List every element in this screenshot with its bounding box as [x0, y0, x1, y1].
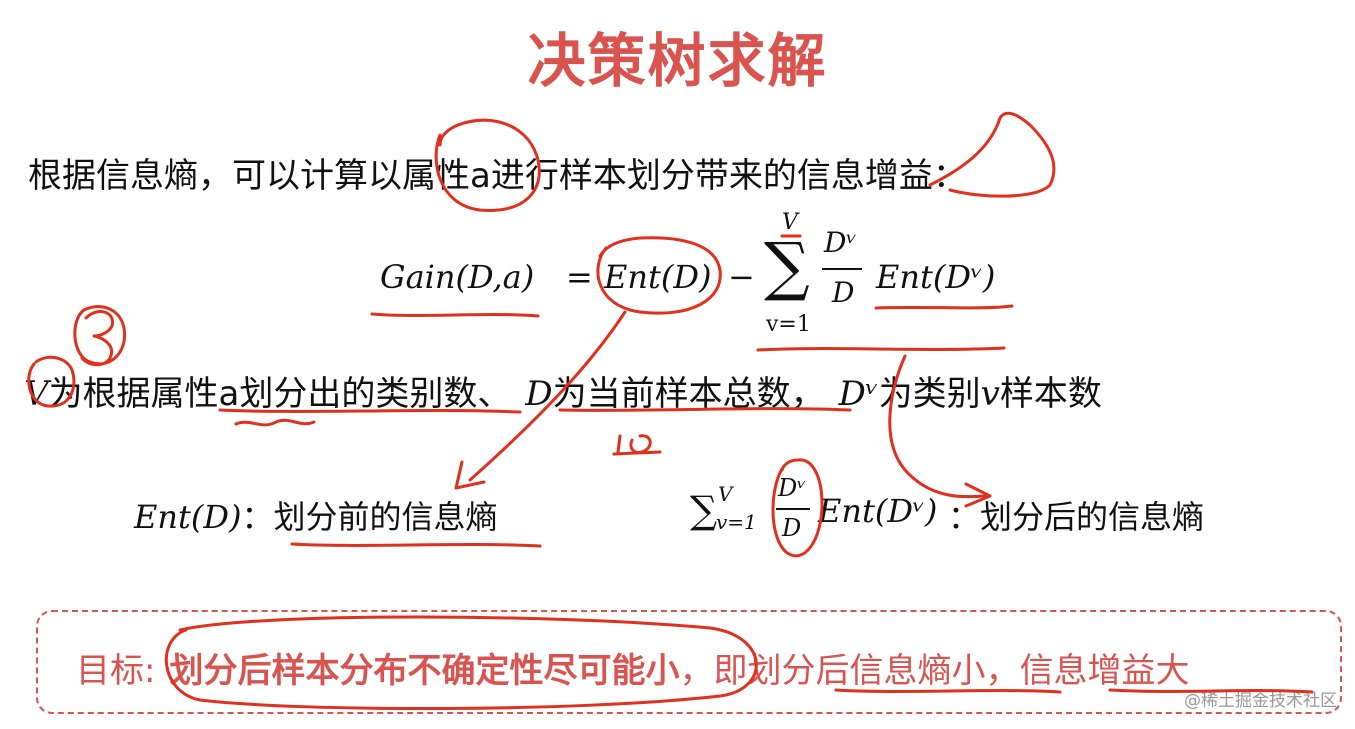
ink-check-gain	[928, 111, 1056, 198]
ink-ten	[612, 434, 662, 456]
ent-before-expr: Ent(D)	[134, 498, 242, 536]
ink-three	[80, 310, 115, 367]
formula-ent: Ent(D)	[604, 258, 712, 296]
formula-eq: =	[566, 258, 593, 296]
ent-after-label: ：划分后的信息熵	[948, 498, 1205, 536]
goal-prefix: 目标:	[76, 651, 156, 691]
goal-box	[36, 610, 1342, 714]
ink-circle-three	[73, 305, 127, 366]
ink-three-label: 3	[90, 349, 91, 351]
ink-circle-frac	[771, 458, 824, 558]
formula-sum-symbol: ∑	[764, 230, 810, 304]
ink-arrow-left	[468, 310, 627, 482]
def-dv-text2: 样本数	[999, 374, 1102, 414]
ink-circle-v	[27, 355, 76, 408]
ink-underline-sum	[756, 346, 1006, 352]
formula-sum-lower: v=1	[766, 312, 811, 337]
goal-text: 目标: 划分后样本分布不确定性尽可能小，即划分后信息熵小，信息增益大	[76, 643, 1189, 692]
ink-underline-entv	[874, 304, 1014, 310]
ink-arrow-right	[888, 354, 987, 499]
watermark: @稀土掘金技术社区	[1184, 691, 1337, 711]
goal-bold: 划分后样本分布不确定性尽可能小	[169, 651, 680, 691]
formula-sum-upper: V	[782, 210, 798, 235]
ent-before: Ent(D)：划分前的信息熵	[134, 492, 497, 538]
formula-frac-bar	[822, 268, 862, 270]
formula-lhs: Gain(D,a)	[380, 258, 535, 296]
ent-before-label: ：划分前的信息熵	[241, 498, 498, 536]
ink-squiggle	[234, 418, 316, 427]
ent-after-num: Dᵛ	[778, 474, 807, 502]
formula-frac-den: D	[832, 276, 855, 309]
ink-arrowhead-right	[964, 482, 992, 508]
formula-frac-num: Dᵛ	[824, 226, 857, 259]
formula-ent-v: Ent(Dᵛ)	[876, 258, 996, 296]
ink-underline-total	[558, 407, 852, 412]
ink-underline-small	[834, 688, 1062, 694]
def-dv-symbol: Dᵛ	[838, 374, 879, 414]
ent-after-expr: Ent(Dᵛ)	[818, 492, 938, 530]
ink-underline-gain	[370, 312, 540, 318]
page-title: 决策树求解	[527, 27, 828, 95]
ent-after-sum: ∑	[690, 488, 718, 532]
ent-after-den: D	[782, 514, 802, 542]
formula-minus: −	[728, 258, 755, 296]
goal-rest: ，即划分后信息熵小，信息增益大	[679, 651, 1190, 691]
ent-after-sup: V	[718, 482, 733, 506]
ink-arrowhead-left	[454, 460, 486, 490]
ink-circle-attr	[434, 118, 541, 212]
ink-circle-ent	[596, 236, 722, 315]
ent-after-frac-bar	[776, 508, 810, 510]
ent-after-sub: v=1	[716, 510, 757, 534]
definitions-line: V为根据属性a划分出的类别数、D为当前样本总数，Dᵛ为类别v样本数	[24, 366, 1102, 415]
ink-oval-goal	[164, 615, 758, 711]
intro-text: 根据信息熵，可以计算以属性a进行样本划分带来的信息增益：	[28, 156, 967, 196]
def-v-text: 为根据属性a划分出的类别数、	[48, 374, 512, 414]
ink-underline-before	[290, 542, 542, 548]
ink-underline-big	[1108, 688, 1314, 694]
ink-underline-attr	[218, 408, 522, 414]
def-v-small: v	[980, 374, 1000, 414]
